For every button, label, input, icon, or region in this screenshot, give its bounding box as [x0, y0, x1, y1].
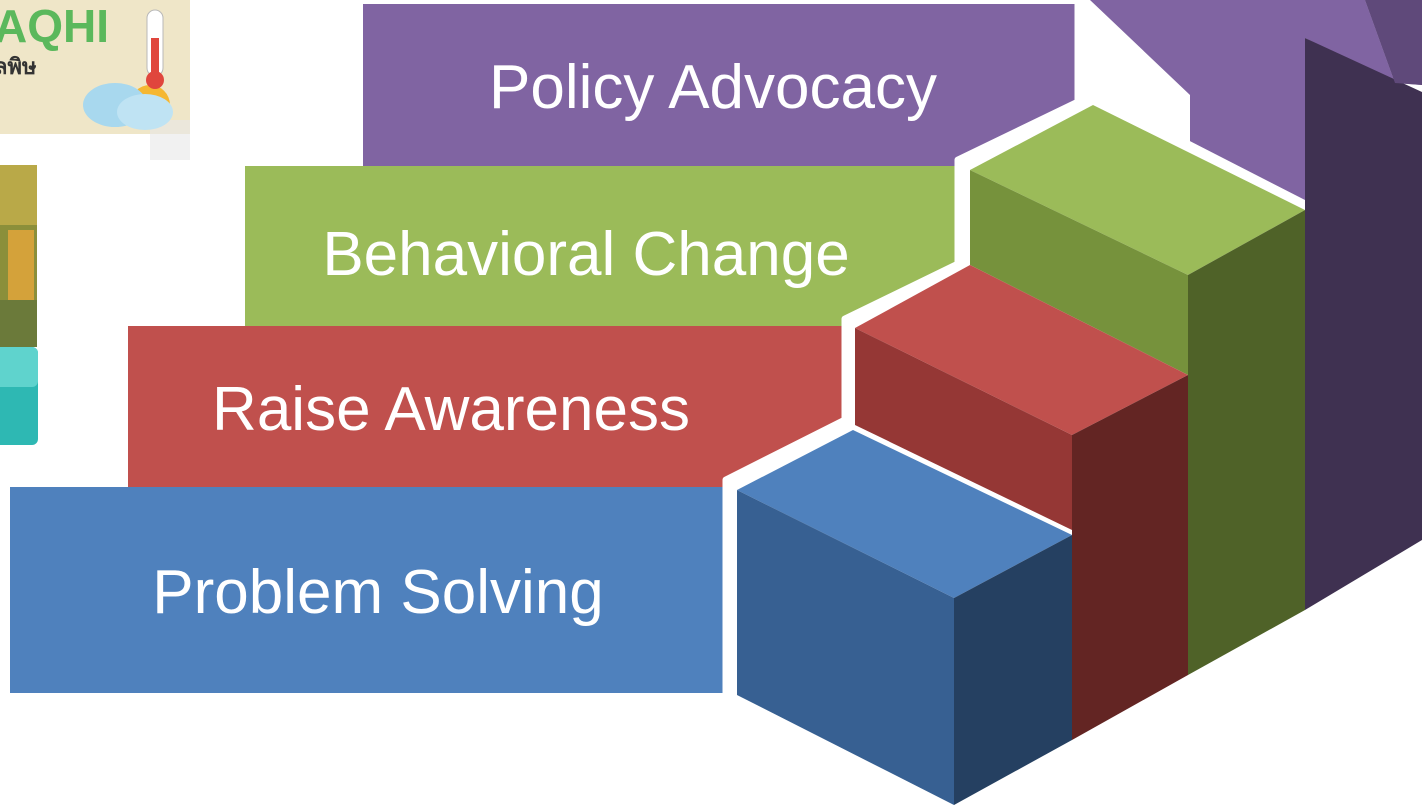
label-behavioral-change: Behavioral Change [322, 220, 849, 289]
aqhi-logo-thumbnail: AQHI ุลพิษ [0, 0, 190, 160]
step-outline [722, 0, 1082, 695]
aqhi-subtitle-text: ุลพิษ [0, 54, 37, 81]
step-purple [1090, 0, 1422, 610]
raise-awareness-bar [128, 326, 845, 487]
aqhi-brand-text: AQHI [0, 0, 109, 52]
teal-banner-thumbnail [0, 347, 38, 445]
behavioral-change-bar [245, 166, 958, 326]
problem-solving-bar [10, 487, 725, 693]
step-red [855, 265, 1188, 740]
photo-thumbnail [0, 165, 37, 347]
label-policy-advocacy: Policy Advocacy [489, 53, 937, 122]
label-problem-solving: Problem Solving [152, 558, 603, 627]
label-raise-awareness: Raise Awareness [212, 375, 690, 444]
step-blue [737, 430, 1072, 805]
step-green [970, 105, 1305, 675]
policy-advocacy-bar [363, 4, 1078, 166]
